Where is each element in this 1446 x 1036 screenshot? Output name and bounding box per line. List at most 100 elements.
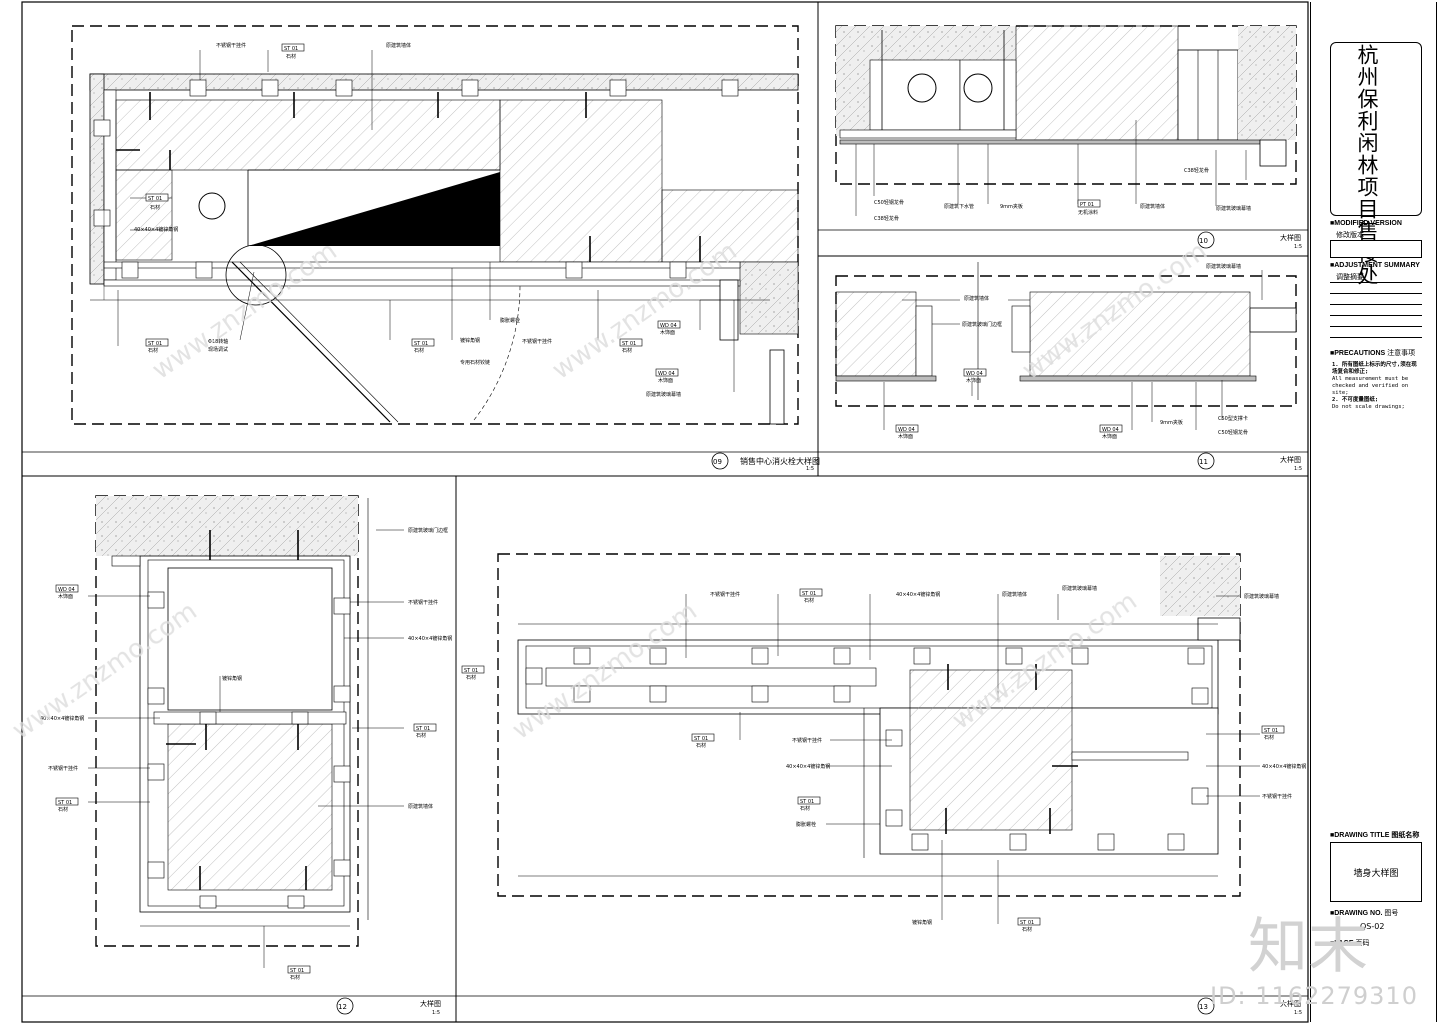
- panel-12-tag-st01-c: ST 01: [290, 968, 304, 974]
- panel-12-label-hanger-b: 不锈钢干挂件: [48, 765, 78, 772]
- panel-11-label-bracket: C50型支撑卡: [1218, 415, 1248, 422]
- panel-13-label-curtain-b: 原建筑玻璃幕墙: [1244, 593, 1279, 600]
- panel-11-label-steel: C50轻钢龙骨: [1218, 429, 1248, 436]
- panel-09-label-angle: 40×40×4镀锌角钢: [134, 226, 178, 233]
- modified-version-heading: ■MODIFIED VERSION: [1330, 220, 1402, 227]
- panel-12-title: 大样图: [420, 999, 441, 1008]
- panel-09-label-hanger: 不锈钢干挂件: [216, 42, 246, 49]
- panel-09-tag-st01-c: ST 01: [148, 341, 162, 347]
- panel-13-label-channel: 镀锌角钢: [912, 919, 932, 926]
- panel-12-scale: 1:5: [432, 1010, 440, 1016]
- panel-12-label-hanger: 不锈钢干挂件: [408, 599, 438, 606]
- panel-09-tag-st01-b: ST 01: [148, 196, 162, 202]
- panel-13-callout-circle: [1197, 997, 1215, 1015]
- panel-13-tag-st01-b: ST 01: [464, 668, 478, 674]
- panel-13-tag-st01-d: ST 01: [800, 799, 814, 805]
- panel-13-label-stone: 石材: [804, 597, 814, 604]
- panel-09-label-hanger-b: 不锈钢干挂件: [522, 338, 552, 345]
- panel-13-label-angle-c: 40×40×4镀锌角钢: [1262, 763, 1306, 770]
- panel-12-label-curtain-edge: 原建筑玻璃门边框: [408, 527, 448, 534]
- watermark-brand: 知末: [1248, 912, 1368, 982]
- project-title-box: [1330, 42, 1422, 216]
- precautions-heading: ■PRECAUTIONS 注意事项: [1330, 350, 1416, 357]
- panel-11-label-wood-c: 木饰面: [1102, 433, 1117, 440]
- panel-09-scale: 1:5: [806, 466, 814, 472]
- panel-10-label-pipe: 原建筑下水管: [944, 203, 974, 210]
- panel-09-title: 销售中心消火栓大样图: [740, 456, 820, 466]
- adjustment-summary-heading: ■ADJUSTMENT SUMMARY: [1330, 262, 1420, 269]
- panel-10-label-paint: 无机涂料: [1078, 209, 1098, 216]
- panel-13-label-stone-e: 石材: [1264, 734, 1274, 741]
- panel-09-label-stone-e: 石材: [622, 347, 632, 354]
- adjustment-summary-lines: [1330, 282, 1422, 342]
- panel-11-label-wood-b: 木饰面: [898, 433, 913, 440]
- precaution-note-1: 1. 所有图纸上标示的尺寸,须在现场复合和修正;: [1332, 362, 1417, 375]
- panel-11-label-plywood: 9mm夹板: [1160, 419, 1183, 426]
- panel-11-title: 大样图: [1280, 455, 1301, 464]
- panel-11-tag-wd04-b: WD 04: [898, 427, 915, 433]
- drawing-title-heading: ■DRAWING TITLE 图纸名称: [1330, 832, 1420, 839]
- page-heading: ■PAGE 页码: [1330, 940, 1370, 947]
- panel-09-tag-st01-e: ST 01: [622, 341, 636, 347]
- panel-10-tag-pt01: PT 01: [1080, 202, 1094, 208]
- sheet-border: [21, 1, 1309, 1023]
- panel-09-label-stone-c: 石材: [148, 347, 158, 354]
- panel-12-tag-st01-b: ST 01: [58, 800, 72, 806]
- drawing-no-heading: ■DRAWING NO. 图号: [1330, 910, 1399, 917]
- panel-13-number: 13: [1199, 1003, 1208, 1011]
- panel-12-label-stone-b: 石材: [58, 806, 68, 813]
- panel-11-label-curtain: 原建筑玻璃幕墙: [1206, 263, 1241, 270]
- adjustment-summary-cn: 调整摘要: [1336, 273, 1364, 281]
- panel-10-scale: 1:5: [1294, 244, 1302, 250]
- svg-text:www.znzmo.com: www.znzmo.com: [147, 236, 343, 386]
- panel-13-label-stone-b: 石材: [466, 674, 476, 681]
- panel-12-label-angle-b: 40×40×4镀锌角钢: [40, 715, 84, 722]
- panel-10-number: 10: [1199, 237, 1208, 245]
- panel-09-drawing: [71, 25, 799, 425]
- drawing-no-value: QS-02: [1360, 922, 1385, 931]
- drawing-title-value: 墙身大样图: [1353, 869, 1399, 879]
- panel-09-label-stone: 石材: [286, 53, 296, 60]
- panel-13-label-fixing: 膨胀螺栓: [796, 821, 816, 828]
- panel-09-label-fixing: 膨胀螺栓: [500, 317, 520, 324]
- panel-10-callout-circle: [1197, 231, 1215, 249]
- panel-12-label-angle: 40×40×4镀锌角钢: [408, 635, 452, 642]
- panel-09-tag-wd04: WD 04: [660, 323, 677, 329]
- precaution-note-2: All measurement must be checked and veri…: [1332, 376, 1409, 396]
- panel-11-number: 11: [1199, 458, 1208, 466]
- panel-10-label-steel: C50轻钢龙骨: [874, 199, 904, 206]
- panel-13-label-hanger: 不锈钢干挂件: [710, 591, 740, 598]
- panel-13-label-hanger-c: 不锈钢干挂件: [1262, 793, 1292, 800]
- panel-09-label-shaft: Φ18转轴: [208, 338, 228, 345]
- panel-13-label-stone-c: 石材: [696, 742, 706, 749]
- panel-09-tag-st01-d: ST 01: [414, 341, 428, 347]
- panel-13-tag-st01: ST 01: [802, 591, 816, 597]
- panel-11-label-curtain-edge: 原建筑玻璃门边框: [962, 321, 1002, 328]
- panel-12-callout-circle: [336, 997, 354, 1015]
- panel-09-tag-wd04-b: WD 04: [658, 371, 675, 377]
- drawing-title-box: [1330, 842, 1422, 902]
- panel-10-label-keel-b: C38轻龙骨: [1184, 167, 1209, 174]
- panel-13-tag-st01-c: ST 01: [694, 736, 708, 742]
- watermark-id: ID: 1162279310: [1210, 982, 1418, 1010]
- panel-11-drawing: [835, 262, 1297, 433]
- panel-09-label-shaft-note: 现场调试: [208, 346, 228, 353]
- panel-11-tag-wd04: WD 04: [966, 371, 983, 377]
- panel-11-callout-circle: [1197, 452, 1215, 470]
- panel-13-label-angle-b: 40×40×4镀锌角钢: [786, 763, 830, 770]
- panel-12-drawing: [55, 495, 437, 974]
- panel-13-title: 大样图: [1280, 999, 1301, 1008]
- panel-09-number: 09: [713, 458, 722, 466]
- panel-09-label-wood-b: 木饰面: [658, 377, 673, 384]
- panel-13-label-hanger-b: 不锈钢干挂件: [792, 737, 822, 744]
- panel-12-label-channel: 镀锌角钢: [222, 675, 242, 682]
- panel-13-scale: 1:5: [1294, 1010, 1302, 1016]
- precautions-notes: 1. 所有图纸上标示的尺寸,须在现场复合和修正; All measurement…: [1332, 362, 1422, 411]
- panel-12-label-stone-c: 石材: [290, 974, 300, 981]
- panel-13-label-stone-f: 石材: [1022, 926, 1032, 933]
- panel-13-label-stone-d: 石材: [800, 805, 810, 812]
- panel-13-label-angle: 40×40×4镀锌角钢: [896, 591, 940, 598]
- panel-10-label-curtain: 原建筑玻璃幕墙: [1216, 205, 1251, 212]
- panel-10-label-wall: 原建筑墙体: [1140, 203, 1165, 210]
- panel-11-scale: 1:5: [1294, 466, 1302, 472]
